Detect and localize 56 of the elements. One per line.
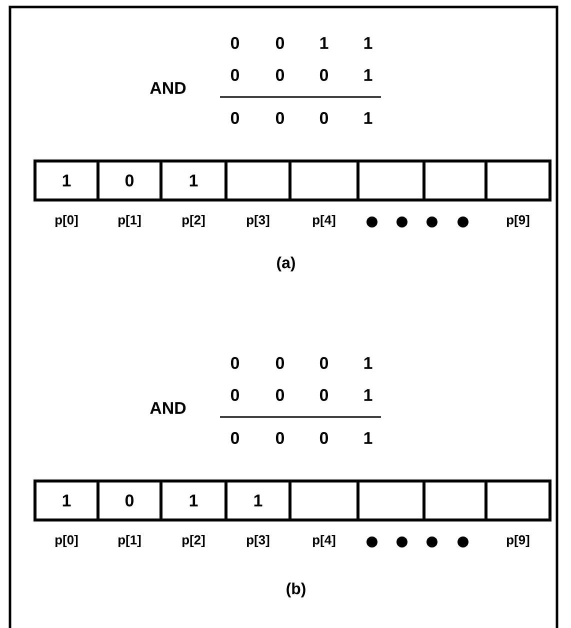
array-cell (288, 160, 360, 202)
panel-caption: (a) (277, 256, 295, 272)
array-cell (484, 480, 552, 522)
bit-digit: 0 (276, 389, 284, 401)
array-cell: 1 (34, 480, 100, 522)
array-cell: 0 (96, 480, 162, 522)
index-label: p[4] (312, 214, 336, 228)
array-cell: 1 (34, 160, 100, 202)
index-label: p[1] (118, 214, 141, 228)
bit-digit: 0 (320, 389, 328, 401)
bit-digit: 0 (230, 432, 239, 444)
bit-digit: 0 (276, 37, 284, 49)
index-label: p[3] (246, 534, 270, 548)
array-cell (484, 160, 552, 202)
bit-digit: 0 (230, 357, 239, 369)
array-cell (422, 480, 488, 522)
bit-digit: 0 (276, 357, 284, 369)
bit-digit: 0 (320, 112, 328, 124)
operator-label: AND (150, 402, 186, 414)
index-label: p[1] (118, 534, 141, 548)
bit-digit: 1 (364, 69, 372, 81)
array-cell (288, 480, 360, 522)
bit-digit: 0 (230, 389, 239, 401)
array-cell: 0 (96, 160, 162, 202)
index-label: p[3] (246, 214, 270, 228)
array-cell (356, 480, 426, 522)
bit-digit: 0 (276, 432, 284, 444)
bit-digit: 1 (364, 389, 372, 401)
index-label: p[0] (56, 214, 78, 228)
bit-digit: 0 (230, 37, 239, 49)
array-cell (224, 160, 292, 202)
array-cell: 1 (160, 160, 228, 202)
index-label: p[2] (182, 534, 205, 548)
index-label: p[9] (506, 214, 530, 228)
bit-digit: 1 (364, 37, 372, 49)
index-label: p[2] (182, 214, 205, 228)
bit-digit: 1 (364, 432, 372, 444)
index-label: p[4] (312, 534, 336, 548)
array-cell (422, 160, 488, 202)
bit-digit: 0 (230, 112, 239, 124)
array-cell: 1 (224, 480, 292, 522)
bit-digit: 0 (320, 69, 328, 81)
operator-label: AND (150, 82, 186, 94)
index-label: p[0] (56, 534, 78, 548)
bit-digit: 1 (320, 37, 328, 49)
bit-digit: 0 (320, 432, 328, 444)
array-cell: 1 (160, 480, 228, 522)
bit-digit: 0 (230, 69, 239, 81)
bit-digit: 1 (364, 112, 372, 124)
array-cell (356, 160, 426, 202)
bit-digit: 0 (276, 69, 284, 81)
bit-digit: 0 (320, 357, 328, 369)
bit-digit: 1 (364, 357, 372, 369)
index-label: p[9] (506, 534, 530, 548)
bit-digit: 0 (276, 112, 284, 124)
panel-caption: (b) (286, 582, 306, 598)
